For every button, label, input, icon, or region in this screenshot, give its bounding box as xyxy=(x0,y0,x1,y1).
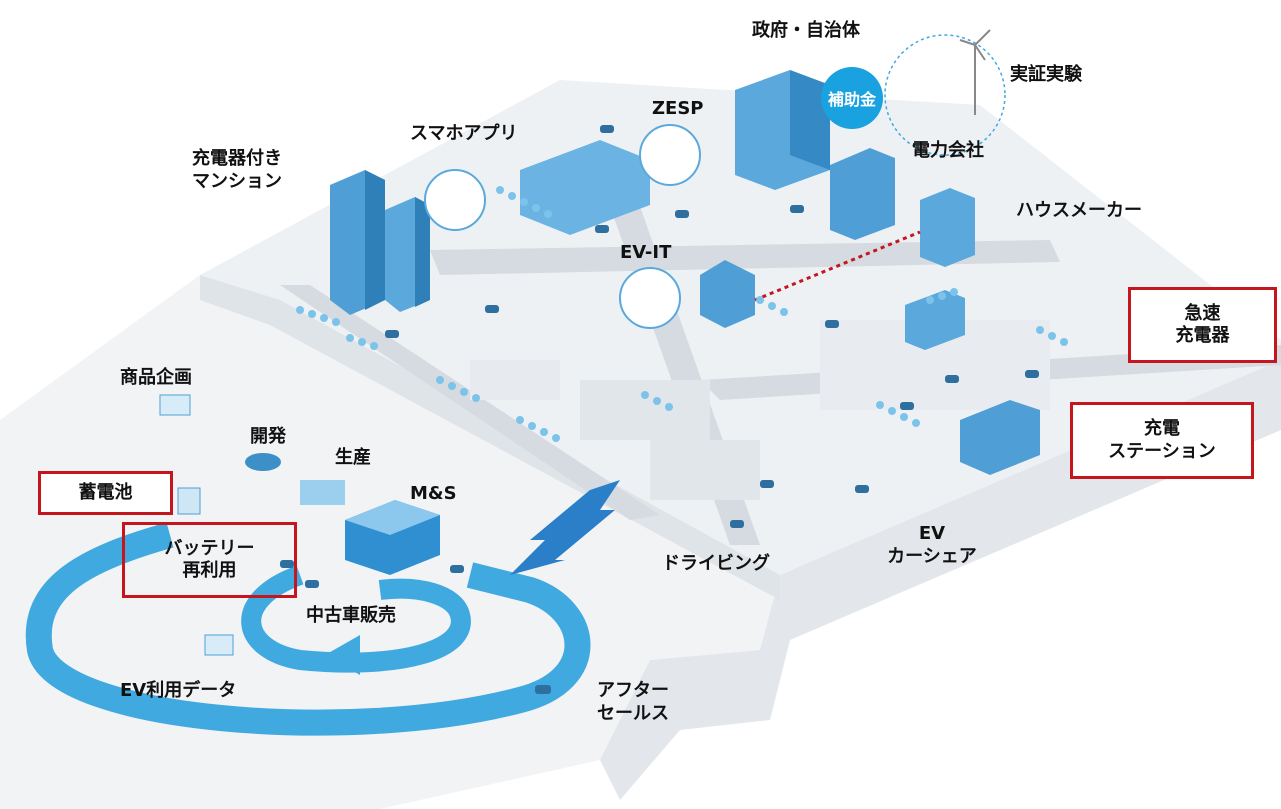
charging-station-building xyxy=(960,400,1040,475)
label-power-company: 電力会社 xyxy=(912,140,984,161)
wind-turbine-blades xyxy=(959,29,991,61)
highlight-charging-station: 充電 ステーション xyxy=(1070,402,1254,479)
block-2 xyxy=(580,380,710,440)
lifecycle-loop-outer xyxy=(25,522,591,736)
house-maker-building xyxy=(920,188,975,267)
label-product-planning: 商品企画 xyxy=(120,367,192,388)
label-production: 生産 xyxy=(335,447,371,468)
label-ev-carshare: EV カーシェア xyxy=(887,523,977,567)
label-ev-it: EV-IT xyxy=(620,242,672,263)
label-house-maker: ハウスメーカー xyxy=(1016,200,1142,221)
subsidy-badge: 補助金 xyxy=(821,67,883,129)
tower-2-side xyxy=(415,197,430,307)
demo-area-circle xyxy=(884,34,1006,156)
highlight-storage-battery: 蓄電池 xyxy=(38,471,173,515)
factory-line xyxy=(300,480,345,505)
quick-charger-building xyxy=(905,290,965,350)
evit-bubble xyxy=(619,267,681,329)
highlight-battery-reuse: バッテリー 再利用 xyxy=(122,522,297,598)
label-development: 開発 xyxy=(250,426,286,447)
power-line xyxy=(754,230,921,302)
label-demo: 実証実験 xyxy=(1010,64,1082,85)
cars xyxy=(280,125,1039,694)
label-condo: 充電器付き マンション xyxy=(192,148,282,192)
label-used-car-sales: 中古車販売 xyxy=(306,605,396,626)
data-board xyxy=(204,634,234,656)
label-ms: M&S xyxy=(410,483,457,504)
loop-arrow-head xyxy=(325,635,360,675)
planning-board xyxy=(159,394,191,416)
tower-1-side xyxy=(365,170,385,310)
block-1 xyxy=(470,360,560,400)
label-government: 政府・自治体 xyxy=(752,20,860,41)
highlight-quick-charger: 急速 充電器 xyxy=(1128,287,1277,363)
government-building-side xyxy=(790,70,830,170)
road-main xyxy=(430,240,1060,275)
office-building xyxy=(520,140,650,235)
label-driving: ドライビング xyxy=(662,553,770,574)
label-zesp: ZESP xyxy=(652,98,704,119)
smart-house xyxy=(700,260,755,328)
transition-arrow xyxy=(510,480,620,575)
label-smartphone-app: スマホアプリ xyxy=(410,123,518,144)
dealership-roof xyxy=(345,500,440,535)
label-ev-usage-data: EV利用データ xyxy=(120,680,237,701)
label-after-sales: アフター セールス xyxy=(597,680,669,724)
battery-unit xyxy=(177,487,201,515)
lifecycle-loop-inner xyxy=(241,565,471,673)
app-bubble xyxy=(424,169,486,231)
block-3 xyxy=(650,440,760,500)
trees xyxy=(296,186,1068,442)
development-car xyxy=(245,453,281,471)
zesp-bubble xyxy=(639,124,701,186)
power-company-building xyxy=(830,148,895,240)
